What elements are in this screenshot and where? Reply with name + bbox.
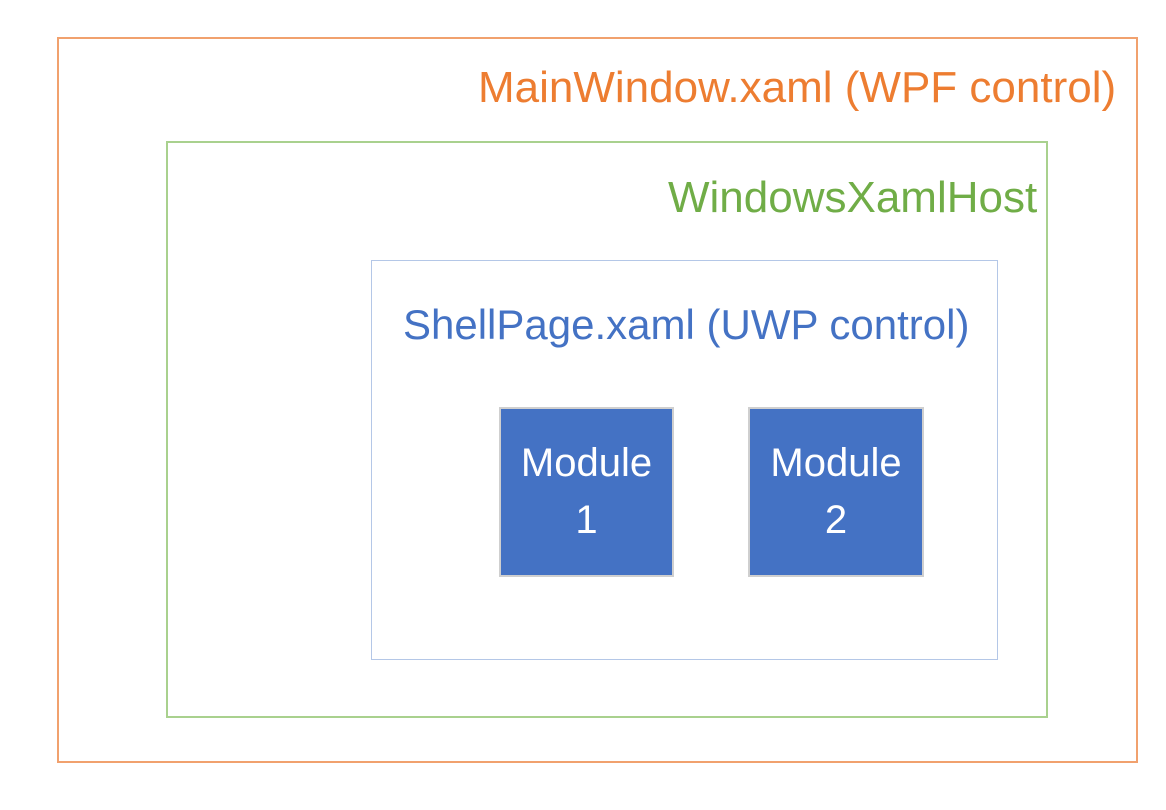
windowsxamlhost-box: WindowsXamlHost ShellPage.xaml (UWP cont… [166,141,1048,718]
module-2-label-line1: Module [770,441,902,485]
mainwindow-wpf-box: MainWindow.xaml (WPF control) WindowsXam… [57,37,1138,763]
module-2-label-line2: 2 [824,498,848,542]
shellpage-uwp-label: ShellPage.xaml (UWP control) [403,301,970,348]
mainwindow-wpf-label: MainWindow.xaml (WPF control) [478,63,1117,112]
module-1-label-line2: 1 [575,498,598,542]
module-2-box: Module 2 [748,407,924,577]
module-1-label-line1: Module [520,441,653,485]
shellpage-uwp-box: ShellPage.xaml (UWP control) Module 1 Mo… [371,260,998,660]
module-1-box: Module 1 [499,407,674,577]
windowsxamlhost-label: WindowsXamlHost [668,173,1038,222]
